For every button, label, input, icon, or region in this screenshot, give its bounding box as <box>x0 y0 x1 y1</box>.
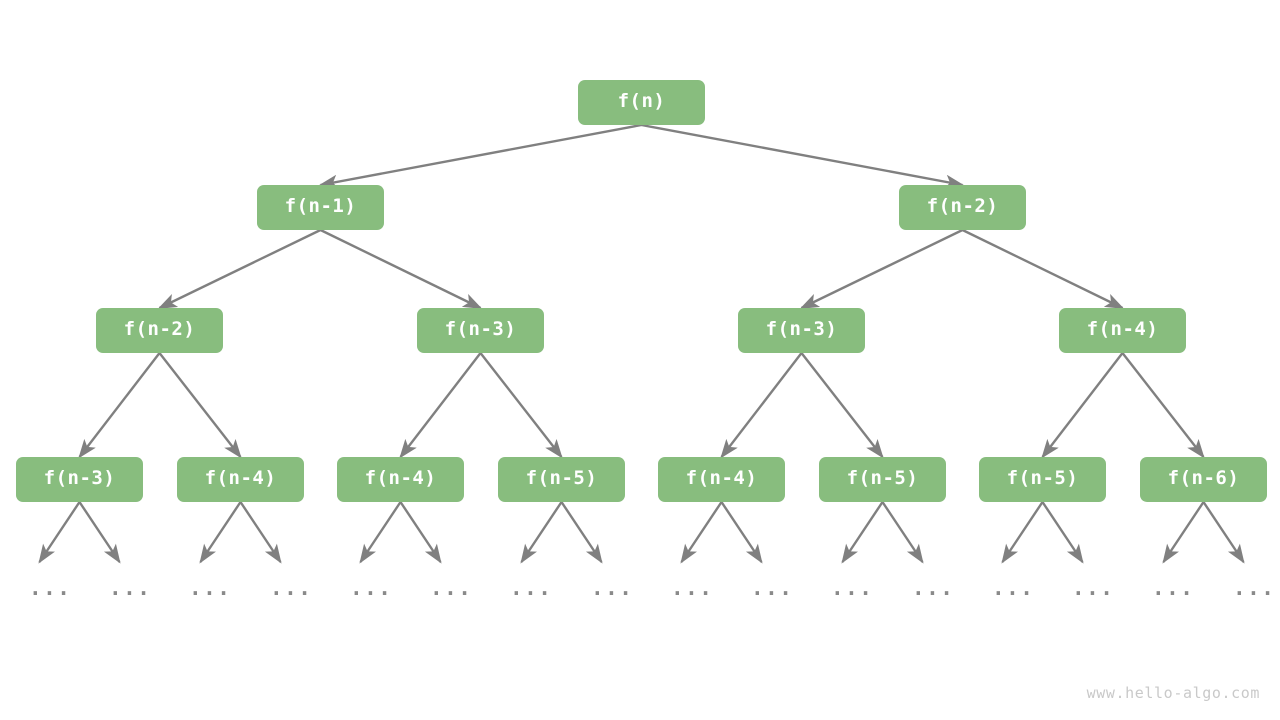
tree-edge-n2-to-n5 <box>799 228 964 310</box>
tree-node-label: f(n-4) <box>685 467 758 489</box>
tree-node-n7: f(n-3) <box>16 457 143 502</box>
tree-node-label: f(n-2) <box>123 318 196 340</box>
tree-node-label: f(n-4) <box>1086 318 1159 340</box>
ellipsis-marker-10: ... <box>831 576 874 600</box>
tree-node-n2: f(n-2) <box>899 185 1026 230</box>
tree-node-n4: f(n-3) <box>417 308 544 353</box>
tree-node-label: f(n-1) <box>284 195 357 217</box>
tree-node-label: f(n-4) <box>364 467 437 489</box>
leaf-stub-edge-13 <box>1041 501 1084 564</box>
tree-node-n5: f(n-3) <box>738 308 865 353</box>
leaf-stub-edge-9 <box>720 501 763 564</box>
tree-edge-n6-to-n14 <box>1121 352 1205 459</box>
ellipsis-marker-8: ... <box>671 576 714 600</box>
tree-node-label: f(n-3) <box>765 318 838 340</box>
tree-node-n0: f(n) <box>578 80 705 125</box>
ellipsis-marker-15: ... <box>1233 576 1276 600</box>
leaf-stub-edge-2 <box>199 501 242 564</box>
leaf-stub-edge-8 <box>680 501 723 564</box>
tree-edge-n4-to-n9 <box>399 352 482 459</box>
tree-node-n1: f(n-1) <box>257 185 384 230</box>
tree-node-n12: f(n-5) <box>819 457 946 502</box>
watermark: www.hello-algo.com <box>1086 684 1260 702</box>
tree-node-n3: f(n-2) <box>96 308 223 353</box>
ellipsis-marker-3: ... <box>270 576 313 600</box>
ellipsis-marker-4: ... <box>350 576 393 600</box>
leaf-stub-edge-7 <box>560 501 603 564</box>
tree-node-n10: f(n-5) <box>498 457 625 502</box>
leaf-stub-edge-3 <box>239 501 282 564</box>
tree-edge-n6-to-n13 <box>1041 352 1124 459</box>
tree-node-n6: f(n-4) <box>1059 308 1186 353</box>
tree-edge-n5-to-n11 <box>720 352 803 459</box>
tree-node-label: f(n-5) <box>525 467 598 489</box>
tree-edge-n5-to-n12 <box>800 352 884 459</box>
leaf-stub-edge-11 <box>881 501 924 564</box>
leaf-stub-group <box>38 501 1245 564</box>
tree-node-label: f(n) <box>617 90 666 112</box>
leaf-stub-edge-10 <box>841 501 884 564</box>
leaf-stub-edge-15 <box>1202 501 1245 564</box>
tree-edge-n1-to-n3 <box>157 228 322 310</box>
ellipsis-marker-13: ... <box>1072 576 1115 600</box>
leaf-stub-edge-12 <box>1001 501 1044 564</box>
ellipsis-marker-11: ... <box>912 576 955 600</box>
tree-edge-n0-to-n2 <box>641 123 965 189</box>
ellipsis-marker-5: ... <box>430 576 473 600</box>
tree-node-label: f(n-3) <box>444 318 517 340</box>
tree-node-label: f(n-5) <box>846 467 919 489</box>
ellipsis-marker-14: ... <box>1152 576 1195 600</box>
leaf-stub-edge-0 <box>38 501 81 564</box>
tree-node-label: f(n-2) <box>926 195 999 217</box>
tree-node-n11: f(n-4) <box>658 457 785 502</box>
tree-edge-n3-to-n7 <box>78 352 161 459</box>
leaf-stub-edge-14 <box>1162 501 1205 564</box>
tree-node-label: f(n-6) <box>1167 467 1240 489</box>
leaf-stub-edge-5 <box>399 501 442 564</box>
ellipsis-marker-12: ... <box>992 576 1035 600</box>
leaf-stub-edge-4 <box>359 501 402 564</box>
leaf-stub-edge-6 <box>520 501 563 564</box>
tree-edge-n1-to-n4 <box>319 228 483 310</box>
ellipsis-marker-9: ... <box>751 576 794 600</box>
tree-node-n14: f(n-6) <box>1140 457 1267 502</box>
tree-node-label: f(n-4) <box>204 467 277 489</box>
tree-node-n9: f(n-4) <box>337 457 464 502</box>
ellipsis-marker-2: ... <box>189 576 232 600</box>
tree-edge-n3-to-n8 <box>158 352 242 459</box>
edge-group <box>78 123 1205 459</box>
leaf-stub-edge-1 <box>78 501 121 564</box>
tree-edge-n4-to-n10 <box>479 352 563 459</box>
ellipsis-marker-1: ... <box>109 576 152 600</box>
ellipsis-marker-6: ... <box>510 576 553 600</box>
tree-node-n13: f(n-5) <box>979 457 1106 502</box>
tree-edge-n0-to-n1 <box>318 123 642 189</box>
tree-node-label: f(n-3) <box>43 467 116 489</box>
ellipsis-marker-0: ... <box>29 576 72 600</box>
ellipsis-marker-7: ... <box>591 576 634 600</box>
tree-node-label: f(n-5) <box>1006 467 1079 489</box>
tree-node-n8: f(n-4) <box>177 457 304 502</box>
tree-edge-n2-to-n6 <box>961 228 1125 310</box>
